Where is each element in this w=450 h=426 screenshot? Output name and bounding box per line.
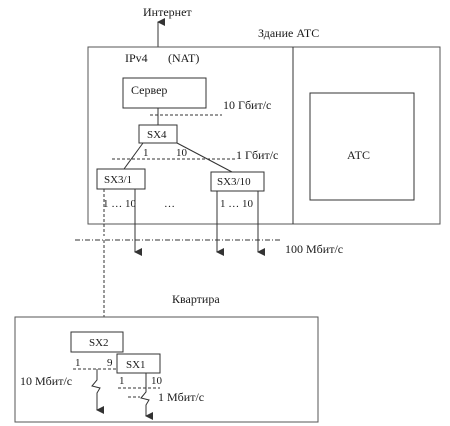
sx2-port-first: 1 <box>75 357 81 369</box>
apartment-frame <box>14 316 319 423</box>
sx3-10-node <box>210 171 265 192</box>
speed-100m-label: 100 Мбит/с <box>285 242 343 256</box>
internet-label: Интернет <box>143 5 192 19</box>
sx1-port-first: 1 <box>119 375 125 387</box>
ipv4-label: IPv4 <box>125 51 148 65</box>
apartment-title: Квартира <box>172 292 220 306</box>
link-sx4-sx3-10 <box>176 142 233 173</box>
speed-1g-label: 1 Гбит/с <box>236 148 278 162</box>
sx2-port-last: 9 <box>107 357 113 369</box>
nat-label: (NAT) <box>168 51 199 65</box>
sx3-1-node <box>96 168 146 190</box>
sx3-1-label: SX3/1 <box>104 174 132 186</box>
sx2-label: SX2 <box>89 337 109 349</box>
ats-node <box>309 92 415 201</box>
building-title: Здание АТС <box>258 26 319 40</box>
sx3-ellipsis: … <box>164 198 175 210</box>
sx3-10-ports: 1 … 10 <box>220 198 254 210</box>
server-node <box>122 77 207 109</box>
sx4-label: SX4 <box>147 129 167 141</box>
speed-10m-label: 10 Мбит/с <box>20 374 72 388</box>
sx4-port-last: 10 <box>176 147 188 159</box>
sx3-1-ports: 1 … 10 <box>103 198 137 210</box>
link-sx4-sx3-1 <box>123 142 144 170</box>
server-label: Сервер <box>131 83 167 97</box>
sx1-label: SX1 <box>126 359 146 371</box>
speed-10g-label: 10 Гбит/с <box>223 98 271 112</box>
sx1-port-last: 10 <box>151 375 163 387</box>
sx4-port-first: 1 <box>143 147 149 159</box>
speed-1m-label: 1 Мбит/с <box>158 390 204 404</box>
sx3-10-label: SX3/10 <box>217 176 251 188</box>
sx4-node <box>138 124 178 144</box>
ats-label: АТС <box>347 148 370 162</box>
sx1-output-link <box>140 373 153 420</box>
sx1-node <box>116 353 161 374</box>
sx2-node <box>70 331 124 353</box>
sx2-output-link <box>91 369 104 414</box>
